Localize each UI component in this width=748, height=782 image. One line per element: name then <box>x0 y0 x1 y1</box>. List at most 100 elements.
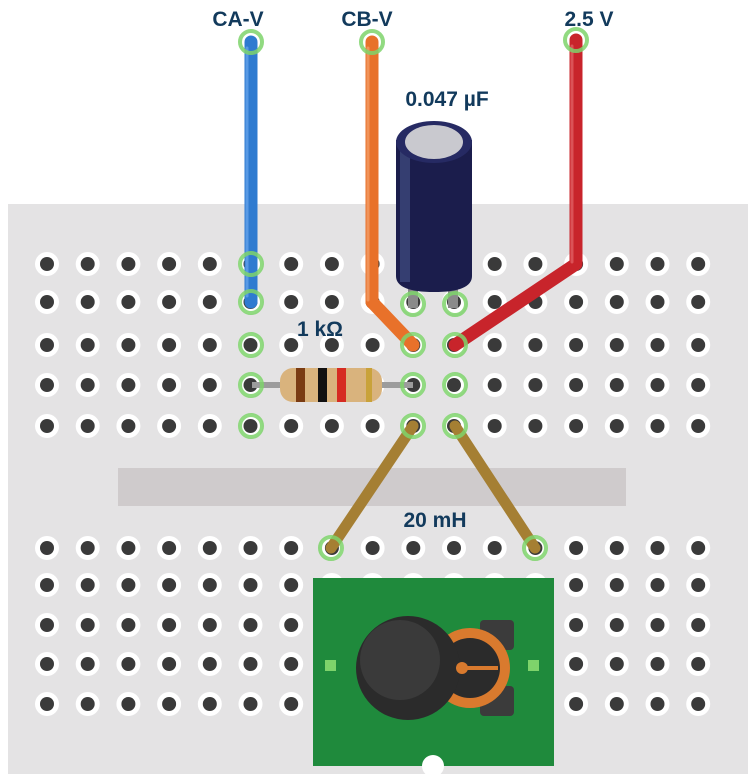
breadboard-hole <box>202 657 217 671</box>
ca-v-wire[interactable] <box>244 35 258 309</box>
breadboard-hole <box>569 618 584 632</box>
breadboard-hole <box>162 295 177 309</box>
label-inductor: 20 mH <box>403 509 466 532</box>
breadboard-hole <box>40 295 54 309</box>
breadboard-hole <box>650 657 665 671</box>
breadboard-hole <box>80 618 95 632</box>
breadboard-hole <box>569 578 584 592</box>
breadboard-hole <box>121 657 136 671</box>
breadboard-hole <box>284 697 299 711</box>
v25-wire[interactable] <box>448 33 583 352</box>
inductor <box>313 578 554 777</box>
connection-highlight <box>400 372 426 398</box>
breadboard-hole <box>202 697 217 711</box>
connection-highlight <box>318 535 344 561</box>
inductor-leads <box>325 420 541 554</box>
breadboard-hole <box>284 578 299 592</box>
capacitor-sleeve-highlight <box>400 150 410 282</box>
breadboard-hole <box>324 257 339 271</box>
breadboard-hole <box>202 618 217 632</box>
connection-highlight <box>238 29 264 55</box>
breadboard-hole <box>569 295 584 309</box>
connection-highlight <box>442 332 468 358</box>
breadboard-hole <box>528 419 543 433</box>
connection-highlight <box>442 291 468 317</box>
breadboard-hole <box>121 578 136 592</box>
breadboard-hole <box>284 618 299 632</box>
breadboard-hole <box>162 338 177 352</box>
connection-highlight <box>442 413 468 439</box>
connection-highlight <box>238 332 264 358</box>
breadboard-hole <box>121 541 136 555</box>
breadboard-hole <box>80 295 95 309</box>
breadboard-hole <box>691 618 706 632</box>
breadboard-hole <box>202 378 217 392</box>
breadboard-hole <box>447 378 461 392</box>
breadboard-hole <box>40 541 54 555</box>
connection-highlight <box>563 27 589 53</box>
resistor-band-3 <box>337 368 346 402</box>
resistor <box>252 368 413 402</box>
connection-highlight <box>238 289 264 315</box>
connection-highlight <box>522 535 548 561</box>
breadboard-hole <box>284 338 299 352</box>
breadboard-hole <box>80 697 95 711</box>
breadboard-hole <box>528 378 543 392</box>
resistor-band-1 <box>296 368 305 402</box>
breadboard-hole <box>609 257 624 271</box>
breadboard-hole <box>324 295 339 309</box>
breadboard-hole <box>609 419 624 433</box>
cb-v-wire[interactable] <box>365 35 420 352</box>
breadboard-hole <box>202 257 217 271</box>
breadboard-hole <box>609 541 624 555</box>
inductor-core-shade <box>360 620 440 700</box>
breadboard-hole <box>324 338 339 352</box>
breadboard-hole <box>324 419 339 433</box>
label-resistor: 1 kΩ <box>297 318 343 341</box>
breadboard-hole <box>650 295 665 309</box>
breadboard-hole <box>162 378 177 392</box>
breadboard-hole <box>487 295 502 309</box>
breadboard-hole <box>40 578 54 592</box>
breadboard-hole <box>487 541 502 555</box>
breadboard-hole <box>202 338 217 352</box>
breadboard-hole <box>80 419 95 433</box>
pcb-pad-right <box>528 660 539 671</box>
breadboard-hole <box>447 541 461 555</box>
breadboard-hole <box>284 419 299 433</box>
breadboard-hole <box>243 541 258 555</box>
connection-highlight <box>238 372 264 398</box>
connection-highlight <box>400 413 426 439</box>
breadboard-hole <box>691 257 706 271</box>
resistor-band-2 <box>318 368 327 402</box>
capacitor-lead-left <box>408 286 418 308</box>
breadboard-hole <box>650 257 665 271</box>
connection-highlight <box>238 251 264 277</box>
breadboard-hole <box>609 338 624 352</box>
breadboard-hole <box>121 338 136 352</box>
breadboard-hole <box>80 338 95 352</box>
breadboard-hole <box>609 657 624 671</box>
breadboard-hole <box>162 578 177 592</box>
inductor-terminal <box>456 662 468 674</box>
breadboard-hole <box>406 378 421 392</box>
breadboard-hole <box>121 295 136 309</box>
breadboard-hole <box>365 541 380 555</box>
breadboard-hole <box>40 257 54 271</box>
breadboard-hole <box>569 338 584 352</box>
breadboard-hole <box>609 618 624 632</box>
breadboard-hole <box>40 618 54 632</box>
breadboard-hole <box>80 541 95 555</box>
breadboard-hole <box>691 657 706 671</box>
breadboard-hole <box>121 697 136 711</box>
resistor-body <box>280 368 382 402</box>
breadboard-hole <box>650 697 665 711</box>
breadboard-hole <box>569 697 584 711</box>
breadboard-hole <box>80 657 95 671</box>
breadboard-hole <box>609 697 624 711</box>
connection-highlight <box>359 29 385 55</box>
breadboard-hole <box>162 697 177 711</box>
capacitor-top <box>405 125 463 159</box>
breadboard-hole <box>691 578 706 592</box>
